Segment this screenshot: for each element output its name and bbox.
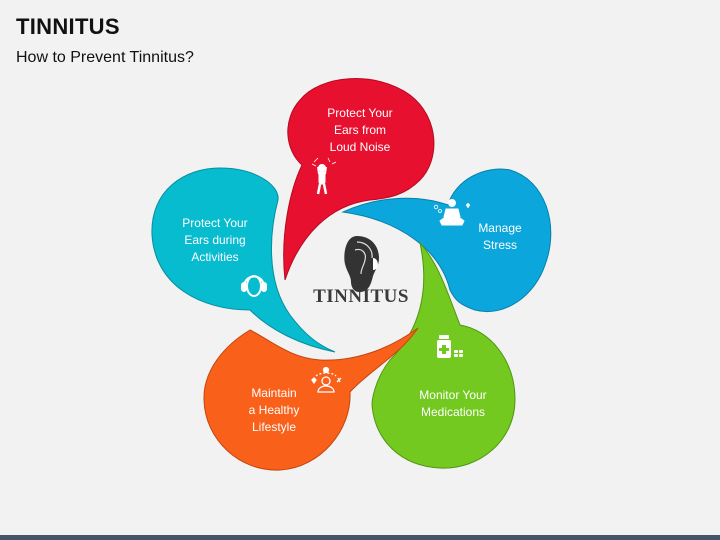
- petal-label-loud-noise: Protect Your Ears from Loud Noise: [327, 106, 393, 154]
- petal-label-medications: Monitor Your Medications: [419, 388, 487, 419]
- petal-activities: [151, 167, 336, 353]
- meditation-icon: [433, 199, 471, 226]
- petal-loud-noise: [283, 78, 435, 281]
- center-title: TINNITUS: [313, 286, 409, 307]
- medicine-bottle-icon: [437, 335, 463, 358]
- ear-icon: [344, 236, 379, 293]
- petal-label-healthy-lifestyle: Maintain a Healthy Lifestyle: [248, 386, 300, 434]
- loud-noise-person-icon: [311, 157, 337, 195]
- petal-manage-stress: [341, 168, 552, 312]
- page-subtitle: How to Prevent Tinnitus?: [16, 49, 194, 66]
- earmuffs-icon: [241, 275, 267, 297]
- healthy-lifestyle-icon: [311, 366, 342, 393]
- footer-bar: [0, 535, 720, 540]
- petal-label-manage-stress: Manage Stress: [478, 221, 522, 252]
- petal-healthy-lifestyle: [203, 327, 419, 471]
- page-title: TINNITUS: [16, 14, 120, 39]
- petal-label-activities: Protect Your Ears during Activities: [182, 216, 248, 264]
